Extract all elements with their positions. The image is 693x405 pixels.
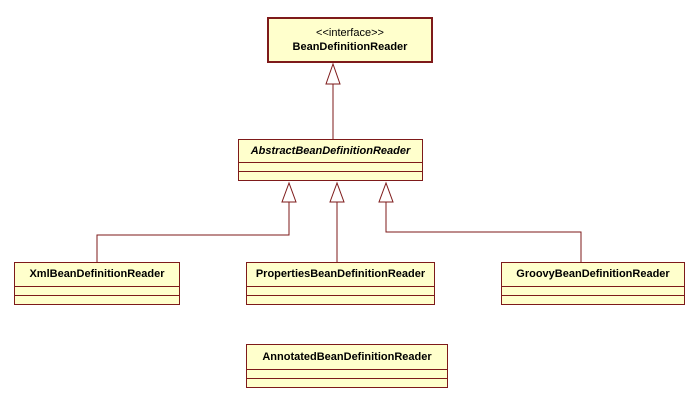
generalization-arrowhead-icon [329,181,345,203]
class-name-label: AbstractBeanDefinitionReader [250,144,411,157]
class-box-xmlbeandefinitionreader[interactable]: XmlBeanDefinitionReader [14,262,180,305]
class-title-compartment: AnnotatedBeanDefinitionReader [247,345,447,369]
class-title-compartment: GroovyBeanDefinitionReader [502,263,684,286]
generalization-arrowhead-icon [325,62,341,85]
operations-compartment [247,295,434,304]
operations-compartment [15,295,179,304]
generalization-arrowhead-icon [281,181,297,203]
class-box-annotatedbeandefinitionreader[interactable]: AnnotatedBeanDefinitionReader [246,344,448,388]
class-name-label: BeanDefinitionReader [292,40,408,53]
operations-compartment [247,378,447,387]
generalization-connector-groovy-to-abstract[interactable] [378,181,582,262]
class-name-label: GroovyBeanDefinitionReader [516,268,670,280]
class-box-beandefinitionreader[interactable]: <<interface>> BeanDefinitionReader [267,17,433,63]
connector-line [385,202,582,262]
class-box-abstractbeandefinitionreader[interactable]: AbstractBeanDefinitionReader [238,139,423,181]
generalization-arrowhead-icon [378,181,394,203]
operations-compartment [502,295,684,304]
connector-line [96,202,290,262]
attributes-compartment [247,369,447,378]
attributes-compartment [15,286,179,295]
class-name-label: AnnotatedBeanDefinitionReader [262,350,432,363]
generalization-connector-abstract-to-interface[interactable] [325,62,341,139]
operations-compartment [239,171,422,180]
class-box-groovybeandefinitionreader[interactable]: GroovyBeanDefinitionReader [501,262,685,305]
class-title-compartment: PropertiesBeanDefinitionReader [247,263,434,286]
class-title-compartment: AbstractBeanDefinitionReader [239,140,422,162]
attributes-compartment [239,162,422,171]
generalization-connector-properties-to-abstract[interactable] [329,181,345,262]
class-name-label: PropertiesBeanDefinitionReader [255,268,426,280]
class-name-label: XmlBeanDefinitionReader [29,268,165,280]
attributes-compartment [247,286,434,295]
class-box-propertiesbeandefinitionreader[interactable]: PropertiesBeanDefinitionReader [246,262,435,305]
class-title-compartment: XmlBeanDefinitionReader [15,263,179,286]
class-title-compartment: <<interface>> BeanDefinitionReader [269,19,431,61]
generalization-connector-xml-to-abstract[interactable] [96,181,297,262]
stereotype-label: <<interface>> [316,26,384,39]
attributes-compartment [502,286,684,295]
